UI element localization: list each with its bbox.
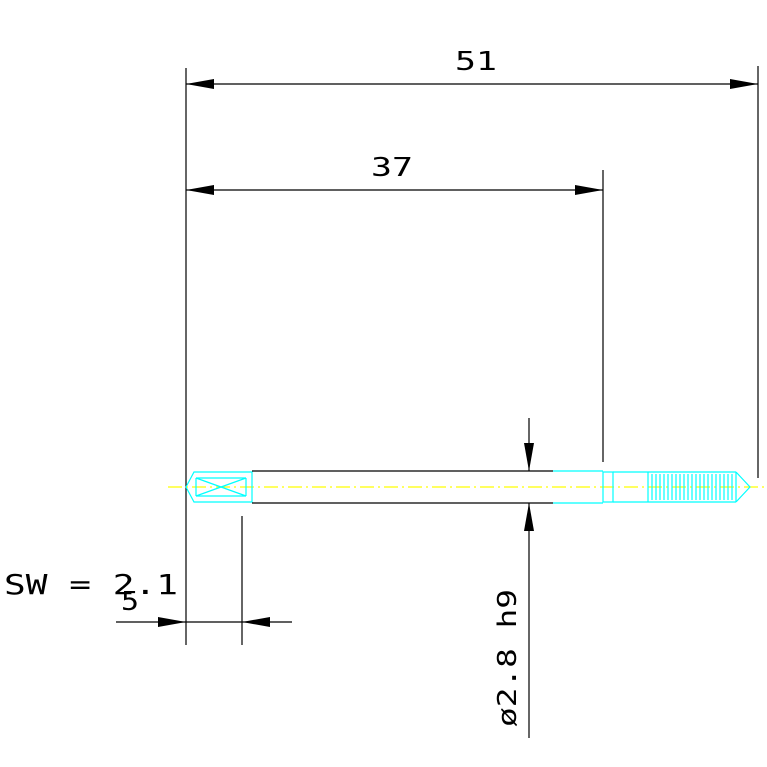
arrowhead-51-right bbox=[730, 79, 758, 89]
square-head-outline bbox=[185, 471, 253, 503]
spindle-part bbox=[185, 470, 751, 504]
dimension-shank-length: 37 bbox=[186, 153, 603, 195]
arrowhead-diameter-bottom bbox=[524, 503, 534, 531]
arrowhead-diameter-top bbox=[524, 443, 534, 471]
dimension-text-51: 51 bbox=[455, 47, 497, 77]
dimension-text-5: 5 bbox=[121, 587, 139, 617]
dimension-text-diameter: ø2.8 h9 bbox=[493, 589, 523, 727]
dimension-diameter: ø2.8 h9 bbox=[493, 418, 534, 738]
arrowhead-37-right bbox=[575, 185, 603, 195]
extension-lines bbox=[185, 66, 759, 645]
dimension-overall-length: 51 bbox=[186, 47, 758, 89]
dimension-square-length: 5 bbox=[116, 587, 292, 627]
arrowhead-5-right bbox=[242, 617, 270, 627]
shoulder bbox=[602, 471, 614, 503]
tip-chamfer bbox=[735, 471, 751, 503]
shank bbox=[252, 470, 553, 504]
thread-lines bbox=[651, 474, 733, 500]
dimension-text-37: 37 bbox=[371, 153, 413, 183]
arrowhead-5-left bbox=[158, 617, 186, 627]
arrowhead-51-left bbox=[186, 79, 214, 89]
arrowhead-37-left bbox=[186, 185, 214, 195]
square-head-diagonal-b bbox=[195, 477, 247, 497]
threaded-end bbox=[553, 470, 751, 504]
wrench-size-note: SW = 2.1 bbox=[4, 568, 178, 601]
square-head bbox=[185, 471, 253, 503]
